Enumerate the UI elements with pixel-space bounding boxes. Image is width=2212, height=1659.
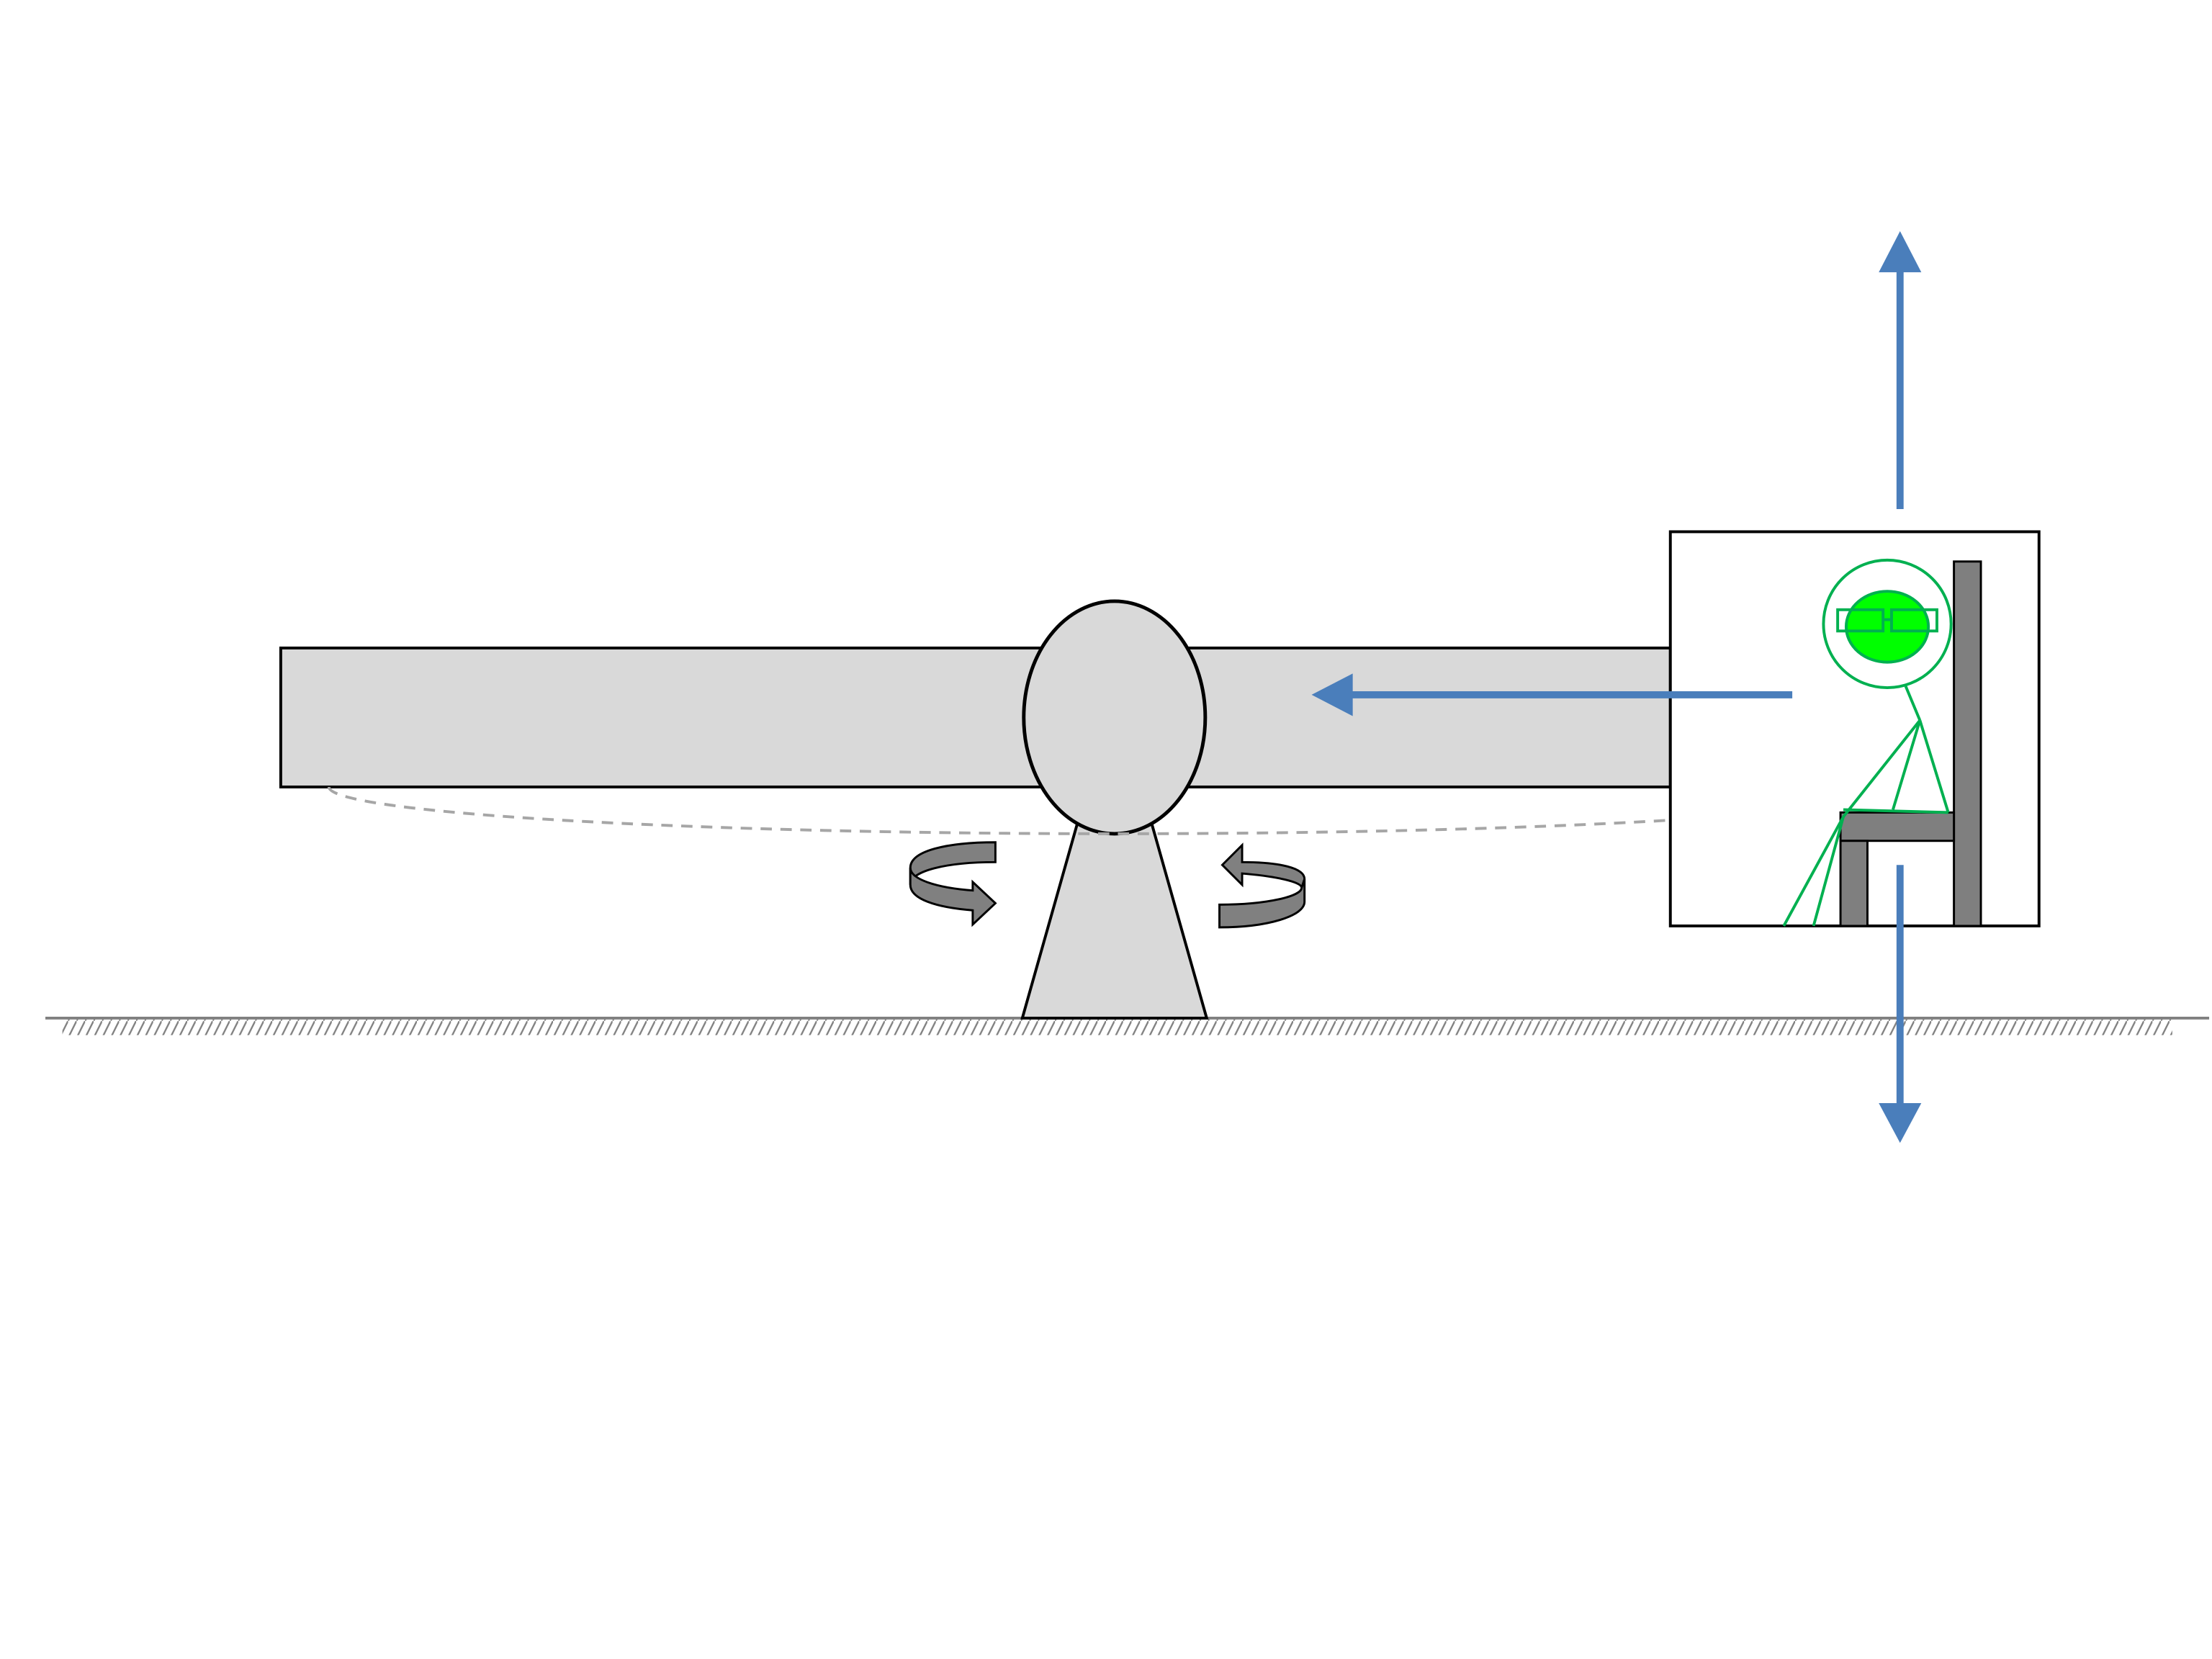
person-torso-front <box>1892 719 1922 810</box>
orbit-path-front <box>327 786 1905 835</box>
person-thigh <box>1843 808 1948 814</box>
person-icon <box>1782 558 1953 927</box>
person-shin-front <box>1812 816 1845 927</box>
ground-hatching <box>62 1017 2172 1035</box>
centrifuge-arm <box>279 646 1672 788</box>
person-face <box>1844 590 1930 664</box>
chair-front-leg <box>1839 840 1869 927</box>
arrow-down-icon <box>1879 865 1922 1143</box>
arrow-up-icon <box>1879 230 1922 509</box>
chair-back <box>1953 560 1982 927</box>
person-torso-back <box>1918 719 1950 813</box>
person-neck <box>1904 685 1922 721</box>
rotation-arrow-left-icon <box>909 841 997 927</box>
person-head-outline <box>1822 558 1953 690</box>
arrow-left-icon <box>1311 673 1793 716</box>
chair-seat <box>1839 811 1956 842</box>
person-arm <box>1842 719 1921 818</box>
rotation-arrow-right-icon <box>1218 842 1306 929</box>
person-shin-back <box>1782 816 1845 927</box>
ground <box>45 1016 2210 1035</box>
chair-icon <box>1839 560 1982 927</box>
pivot-hub <box>1022 599 1208 836</box>
